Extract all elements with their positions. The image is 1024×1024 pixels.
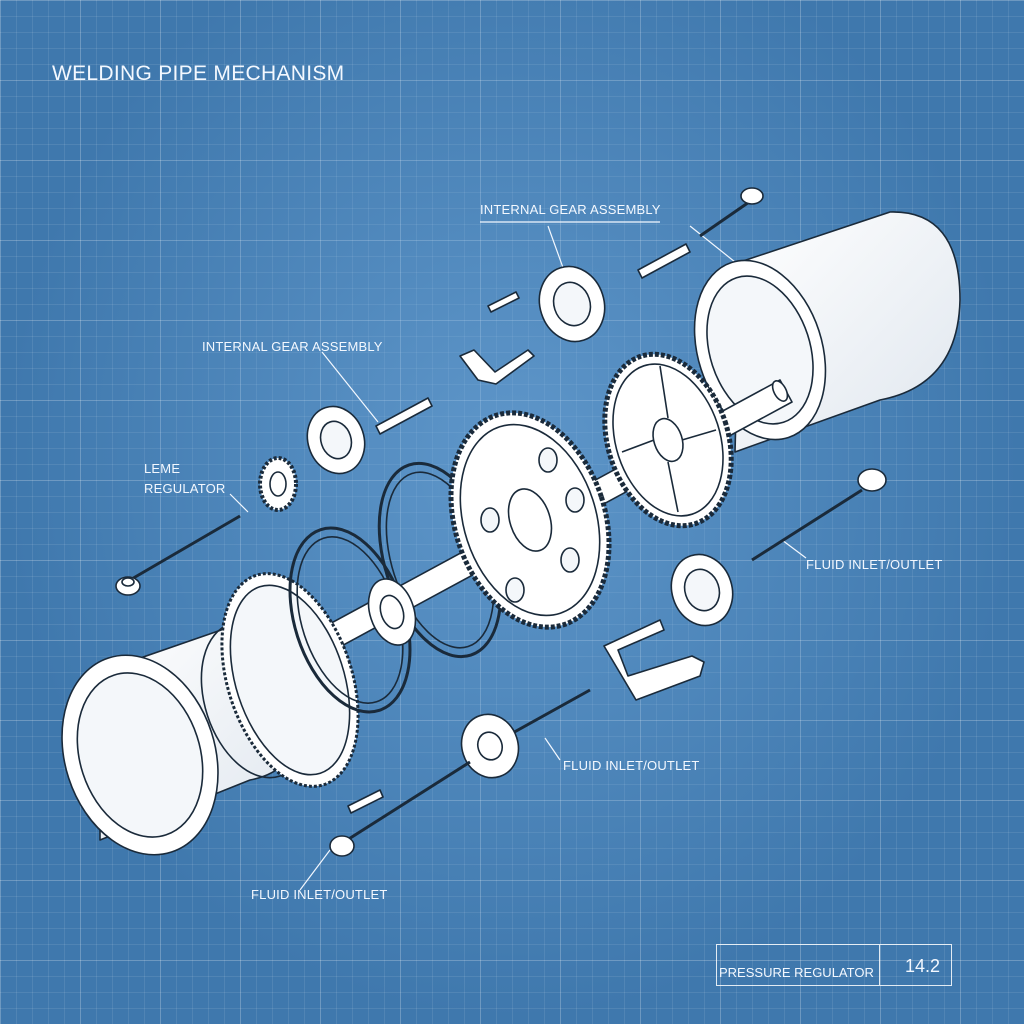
small-pins bbox=[347, 243, 691, 814]
clip-bottom bbox=[603, 619, 705, 701]
label-fluid-inlet-outlet-right: FLUID INLET/OUTLET bbox=[806, 557, 943, 572]
label-leme-line2: REGULATOR bbox=[144, 481, 226, 496]
left-ring-gear bbox=[220, 572, 360, 788]
bearing-ring-right bbox=[670, 553, 734, 627]
left-cylinder-housing bbox=[61, 619, 310, 856]
main-spur-gear bbox=[448, 410, 612, 630]
spoked-gear bbox=[602, 351, 734, 529]
bearing-ring-left bbox=[306, 405, 366, 475]
title-block: PRESSURE REGULATOR 14.2 bbox=[716, 944, 952, 986]
label-leme-line1: LEME bbox=[144, 461, 181, 476]
label-fluid-inlet-outlet-bottom: FLUID INLET/OUTLET bbox=[251, 887, 388, 902]
valve-stem-mid bbox=[460, 688, 591, 779]
small-pinion-gear bbox=[258, 456, 298, 512]
label-internal-gear-assembly-top: INTERNAL GEAR ASSEMBLY bbox=[480, 202, 661, 217]
title-block-name: PRESSURE REGULATOR bbox=[719, 965, 874, 980]
label-fluid-inlet-outlet-mid: FLUID INLET/OUTLET bbox=[563, 758, 700, 773]
title-block-divider bbox=[879, 945, 880, 985]
clip-top bbox=[459, 349, 535, 385]
valve-stem-bottom bbox=[329, 760, 471, 857]
shaft-bearing bbox=[367, 578, 417, 646]
valve-stem-right bbox=[751, 468, 887, 562]
valve-stem-left bbox=[115, 514, 241, 596]
drawing-title: WELDING PIPE MECHANISM bbox=[52, 62, 345, 85]
title-block-number: 14.2 bbox=[905, 956, 941, 976]
label-internal-gear-assembly-mid: INTERNAL GEAR ASSEMBLY bbox=[202, 339, 383, 354]
right-cylinder-housing bbox=[693, 211, 961, 453]
bearing-ring-top bbox=[538, 265, 606, 343]
label-leme-regulator: LEME REGULATOR bbox=[144, 459, 226, 499]
valve-stem-top-right bbox=[699, 187, 764, 238]
